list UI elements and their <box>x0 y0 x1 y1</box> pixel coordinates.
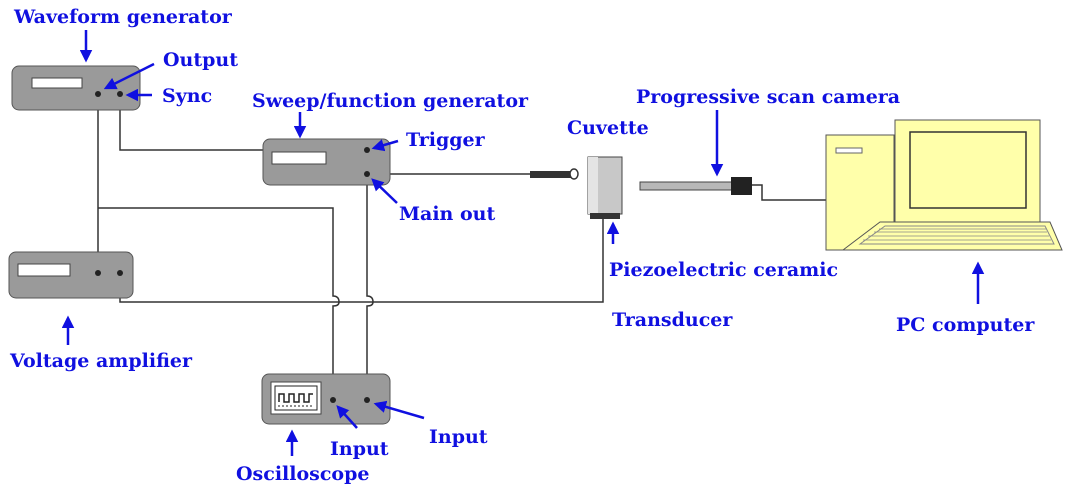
label-progressive-scan-camera: Progressive scan camera <box>636 86 900 108</box>
waveform-generator-device <box>11 65 141 111</box>
arrow-output <box>103 62 155 90</box>
square-wave-icon <box>278 393 313 403</box>
label-output: Output <box>163 49 238 71</box>
label-piezoelectric-ceramic: Piezoelectric ceramic <box>609 259 838 281</box>
label-input-left: Input <box>330 438 389 460</box>
label-main-out: Main out <box>399 203 495 225</box>
arrows <box>61 30 985 456</box>
wire-mainout-to-oscilloscope <box>366 174 374 400</box>
label-sweep-function-generator: Sweep/function generator <box>252 90 529 112</box>
sweep-function-generator-device <box>262 138 391 186</box>
wire-camera-to-pc <box>752 184 855 201</box>
cuvette-device <box>587 156 623 219</box>
label-trigger: Trigger <box>406 129 486 151</box>
label-input-right: Input <box>429 426 488 448</box>
camera-device <box>639 177 752 195</box>
label-sync: Sync <box>162 85 212 107</box>
arrow-input-left <box>336 405 358 429</box>
label-cuvette: Cuvette <box>567 117 649 139</box>
label-voltage-amplifier: Voltage amplifier <box>9 350 193 372</box>
transducer-rod <box>530 168 579 180</box>
label-pc-computer: PC computer <box>896 314 1035 336</box>
label-transducer: Transducer <box>612 309 733 331</box>
oscilloscope-device <box>261 373 391 425</box>
label-waveform-generator: Waveform generator <box>13 6 233 28</box>
arrow-input-right <box>373 400 425 420</box>
pc-computer-device <box>825 119 1063 251</box>
arrow-main-out <box>371 178 398 204</box>
label-oscilloscope: Oscilloscope <box>236 463 369 485</box>
wire-amplifier-to-piezo <box>119 218 604 303</box>
arrow-trigger <box>371 139 399 152</box>
voltage-amplifier-device <box>8 251 134 299</box>
